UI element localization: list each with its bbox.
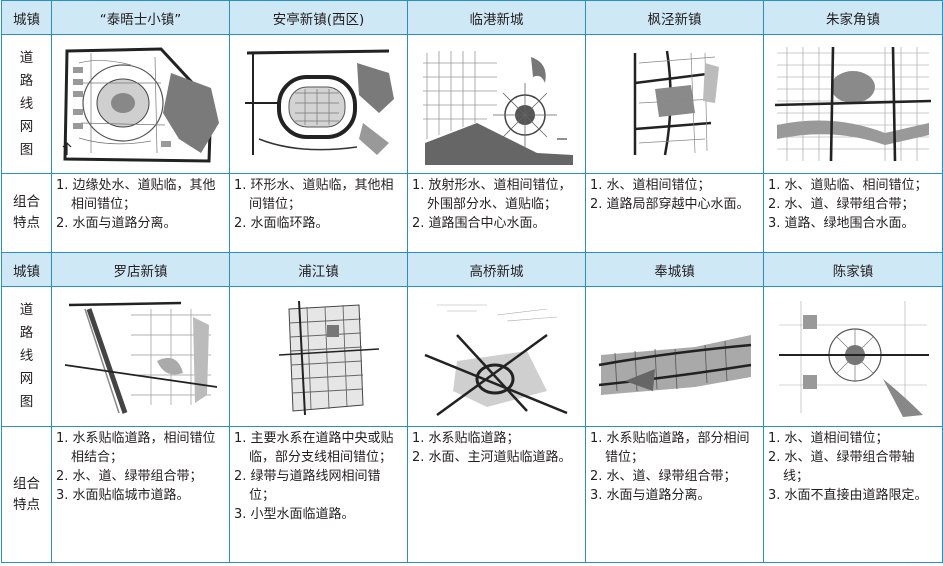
feature-item: 1. 放射形水、道相间错位，外围部分水、道贴临； <box>412 178 572 212</box>
feature-list: 1. 水、道贴临、相间错位； 2. 水、道、绿带组合带； 3. 道路、绿地围合水… <box>763 173 943 253</box>
feature-item: 1. 水、道相间错位； <box>590 178 711 193</box>
feature-list: 1. 水系贴临道路，部分相间错位； 2. 水、道、绿带组合带； 3. 水面与道路… <box>585 426 764 563</box>
feature-list: 1. 放射形水、道相间错位，外围部分水、道贴临； 2. 道路围合中心水面。 <box>407 173 586 253</box>
feature-list: 1. 主要水系在道路中央或贴临，部分支线相间错位； 2. 绿带与道路线网相间错位… <box>229 426 408 563</box>
feature-item: 1. 水、道贴临、相间错位； <box>768 178 928 193</box>
feature-list: 1. 环形水、道贴临，其他相间错位； 2. 水面临环路。 <box>229 173 408 253</box>
town-name: 枫泾新镇 <box>585 0 764 35</box>
road-network-map <box>407 34 586 174</box>
feature-item: 2. 水、道、绿带组合带； <box>590 469 737 484</box>
header-row-1: 城镇 “泰晤士小镇” 安亭新镇(西区) 临港新城 枫泾新镇 朱家角镇 <box>1 0 943 35</box>
town-name: 浦江镇 <box>229 252 408 287</box>
road-network-map <box>229 286 408 427</box>
feature-item: 2. 水面、主河道贴临道路。 <box>412 450 572 465</box>
road-network-label: 道路线网图 <box>1 286 52 427</box>
map-row-1: 道路线网图 <box>1 34 943 174</box>
feature-list: 1. 水系贴临道路； 2. 水面、主河道贴临道路。 <box>407 426 586 563</box>
header-label: 城镇 <box>1 0 52 35</box>
combo-label: 组合特点 <box>1 426 52 563</box>
road-network-map <box>51 34 230 174</box>
road-network-label: 道路线网图 <box>1 34 52 174</box>
town-name: 奉城镇 <box>585 252 764 287</box>
feature-item: 3. 道路、绿地围合水面。 <box>768 216 915 231</box>
feature-item: 1. 水系贴临道路，部分相间错位； <box>590 431 750 465</box>
feature-item: 3. 水面贴临城市道路。 <box>56 488 190 503</box>
feature-item: 1. 水、道相间错位； <box>768 431 889 446</box>
feature-item: 1. 主要水系在道路中央或贴临，部分支线相间错位； <box>234 431 394 465</box>
feature-list: 1. 水、道相间错位； 2. 道路局部穿越中心水面。 <box>585 173 764 253</box>
road-network-map <box>229 34 408 174</box>
town-name: 临港新城 <box>407 0 586 35</box>
feature-item: 2. 绿带与道路线网相间错位； <box>234 469 381 503</box>
feature-item: 2. 水、道、绿带组合带； <box>56 469 203 484</box>
feature-item: 1. 水系贴临道路，相间错位相结合； <box>56 431 216 465</box>
feature-item: 2. 水面与道路分离。 <box>56 216 177 231</box>
road-network-map <box>763 34 943 174</box>
feature-item: 1. 边缘处水、道贴临，其他相间错位； <box>56 178 216 212</box>
feature-row-2: 组合特点 1. 水系贴临道路，相间错位相结合； 2. 水、道、绿带组合带； 3.… <box>1 426 943 563</box>
town-name: “泰晤士小镇” <box>51 0 230 35</box>
feature-item: 1. 环形水、道贴临，其他相间错位； <box>234 178 394 212</box>
feature-list: 1. 水系贴临道路，相间错位相结合； 2. 水、道、绿带组合带； 3. 水面贴临… <box>51 426 230 563</box>
feature-item: 3. 小型水面临道路。 <box>234 507 355 522</box>
feature-list: 1. 水、道相间错位； 2. 水、道、绿带组合带轴线； 3. 水面不直接由道路限… <box>763 426 943 563</box>
header-row-2: 城镇 罗店新镇 浦江镇 高桥新城 奉城镇 陈家镇 <box>1 252 943 287</box>
feature-row-1: 组合特点 1. 边缘处水、道贴临，其他相间错位； 2. 水面与道路分离。 1. … <box>1 173 943 253</box>
road-network-map <box>585 286 764 427</box>
feature-item: 2. 道路围合中心水面。 <box>412 216 546 231</box>
feature-item: 2. 道路局部穿越中心水面。 <box>590 197 750 212</box>
map-row-2: 道路线网图 <box>1 286 943 427</box>
town-name: 安亭新镇(西区) <box>229 0 408 35</box>
feature-item: 3. 水面与道路分离。 <box>590 488 711 503</box>
town-name: 高桥新城 <box>407 252 586 287</box>
feature-item: 2. 水、道、绿带组合带； <box>768 197 915 212</box>
road-network-map <box>51 286 230 427</box>
feature-item: 2. 水面临环路。 <box>234 216 329 231</box>
feature-item: 1. 水系贴临道路； <box>412 431 520 446</box>
town-name: 罗店新镇 <box>51 252 230 287</box>
combo-label: 组合特点 <box>1 173 52 253</box>
feature-item: 2. 水、道、绿带组合带轴线； <box>768 450 915 484</box>
road-network-map <box>585 34 764 174</box>
feature-list: 1. 边缘处水、道贴临，其他相间错位； 2. 水面与道路分离。 <box>51 173 230 253</box>
header-label: 城镇 <box>1 252 52 287</box>
road-network-map <box>407 286 586 427</box>
town-name: 朱家角镇 <box>763 0 943 35</box>
town-name: 陈家镇 <box>763 252 943 287</box>
road-network-map <box>763 286 943 427</box>
feature-item: 3. 水面不直接由道路限定。 <box>768 488 928 503</box>
